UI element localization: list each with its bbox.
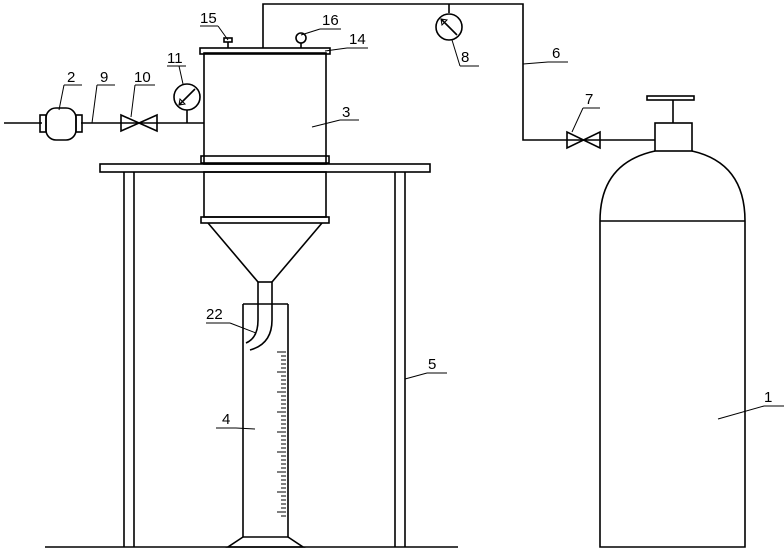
valve-2 — [39, 107, 83, 141]
label-1: 1 — [764, 389, 772, 406]
support-frame — [99, 163, 431, 547]
graduated-cylinder — [225, 303, 306, 548]
label-5: 5 — [428, 356, 436, 373]
label-8: 8 — [461, 49, 469, 66]
label-16: 16 — [322, 12, 339, 29]
label-3: 3 — [342, 104, 350, 121]
vent-valve — [223, 37, 233, 48]
leader-lines — [58, 25, 784, 430]
label-14: 14 — [349, 31, 366, 48]
pressure-gauge-8 — [435, 13, 463, 41]
inlet-pipe — [4, 110, 204, 124]
valve-7 — [566, 130, 601, 150]
gas-bottle — [599, 95, 746, 548]
pressure-gauge-11 — [173, 83, 201, 111]
label-6: 6 — [552, 45, 560, 62]
graduation-scale — [277, 351, 286, 517]
lid-fitting — [295, 32, 307, 48]
outlet-tube — [245, 282, 273, 351]
valve-10 — [120, 113, 158, 133]
label-15: 15 — [200, 10, 217, 27]
label-4: 4 — [222, 411, 230, 428]
label-2: 2 — [67, 69, 75, 86]
vessel-lid — [199, 47, 331, 55]
label-7: 7 — [585, 91, 593, 108]
funnel — [207, 222, 323, 283]
label-9: 9 — [100, 69, 108, 86]
pressure-vessel — [200, 52, 330, 224]
label-22: 22 — [206, 306, 223, 323]
label-11: 11 — [167, 50, 183, 67]
label-10: 10 — [134, 69, 151, 86]
